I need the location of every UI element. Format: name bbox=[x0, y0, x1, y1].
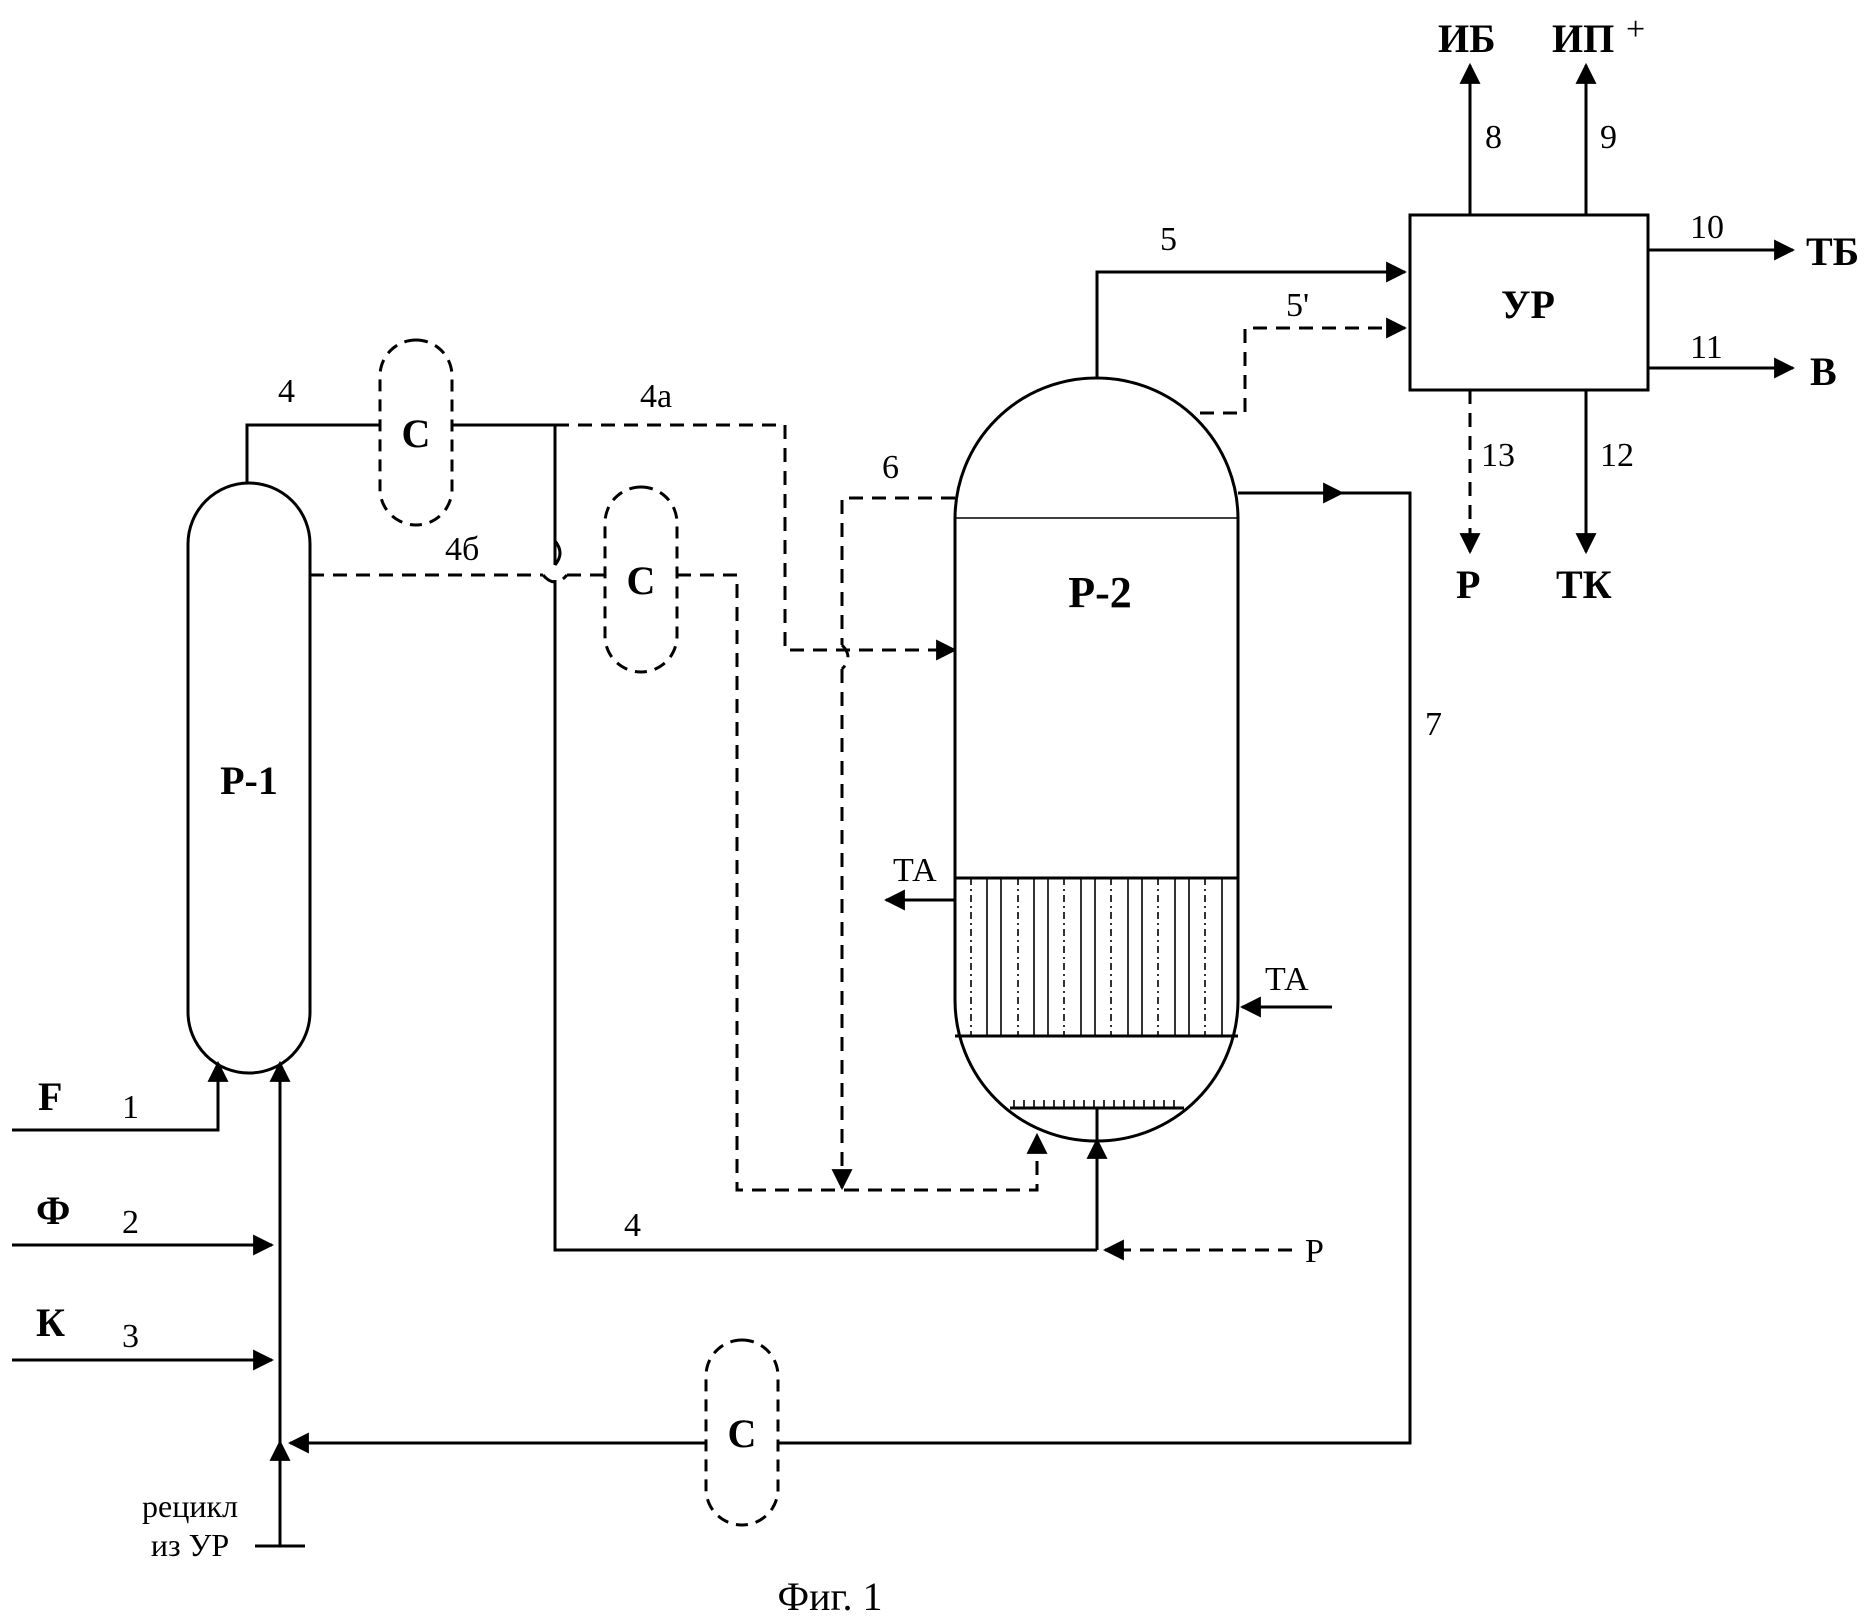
reactor-p2: Р-2 bbox=[955, 378, 1238, 1141]
product-tk-label: ТК bbox=[1556, 562, 1612, 607]
stream-8-number: 8 bbox=[1485, 119, 1502, 156]
heat-agent-in-label: ТА bbox=[1265, 961, 1309, 998]
product-ib-label: ИБ bbox=[1438, 16, 1496, 61]
stream-5-number: 5 bbox=[1160, 221, 1177, 258]
product-ip-superscript: + bbox=[1626, 11, 1645, 48]
separator-c1-label: С bbox=[402, 411, 431, 456]
stream-10-number: 10 bbox=[1690, 209, 1724, 246]
stream-3-number: 3 bbox=[122, 1318, 139, 1355]
stream-13-number: 13 bbox=[1481, 437, 1515, 474]
separator-c1: С bbox=[380, 340, 452, 525]
recycle-label-line1: рецикл bbox=[142, 1488, 238, 1524]
stream-12-number: 12 bbox=[1600, 437, 1634, 474]
reactor-p1: Р-1 bbox=[188, 483, 310, 1073]
product-v-label: В bbox=[1810, 349, 1837, 394]
separator-c2: С bbox=[605, 487, 677, 672]
stream-4-top-number: 4 bbox=[278, 373, 295, 410]
feed-lines: F 1 Ф 2 К 3 рецикл из УР bbox=[12, 1063, 305, 1563]
stream-p-input: Р bbox=[1105, 1233, 1324, 1270]
feed-phi-label: Ф bbox=[36, 1188, 70, 1233]
feed-k-label: К bbox=[36, 1300, 65, 1345]
heat-agent-out-label: ТА bbox=[893, 852, 937, 889]
separator-c2-label: С bbox=[627, 558, 656, 603]
stream-1-number: 1 bbox=[122, 1089, 139, 1126]
stream-4-bottom-number: 4 bbox=[624, 1207, 641, 1244]
separation-unit-label: УР bbox=[1501, 282, 1555, 327]
product-tb-label: ТБ bbox=[1806, 229, 1859, 274]
stream-4a-number: 4а bbox=[640, 378, 672, 415]
stream-6-number: 6 bbox=[882, 449, 899, 486]
separator-c3-label: С bbox=[728, 1411, 757, 1456]
stream-6: 6 bbox=[842, 449, 955, 1188]
recycle-label-line2: из УР bbox=[151, 1527, 229, 1563]
separator-c3: С bbox=[706, 1340, 778, 1525]
stream-5p-number: 5' bbox=[1286, 287, 1309, 324]
stream-9-number: 9 bbox=[1600, 119, 1617, 156]
stream-p-input-label: Р bbox=[1305, 1233, 1324, 1270]
stream-2-number: 2 bbox=[122, 1204, 139, 1241]
separation-unit-ur: УР bbox=[1410, 215, 1648, 390]
figure-caption: Фиг. 1 bbox=[778, 1574, 883, 1619]
product-ip-label: ИП bbox=[1552, 16, 1614, 61]
feed-f-label: F bbox=[38, 1074, 62, 1119]
reactor-p2-label: Р-2 bbox=[1068, 568, 1132, 617]
stream-7-number: 7 bbox=[1425, 706, 1442, 743]
reactor-p1-label: Р-1 bbox=[220, 758, 278, 803]
stream-11-number: 11 bbox=[1690, 329, 1723, 366]
stream-4b-number: 4б bbox=[445, 531, 479, 568]
product-p-label: Р bbox=[1456, 562, 1480, 607]
